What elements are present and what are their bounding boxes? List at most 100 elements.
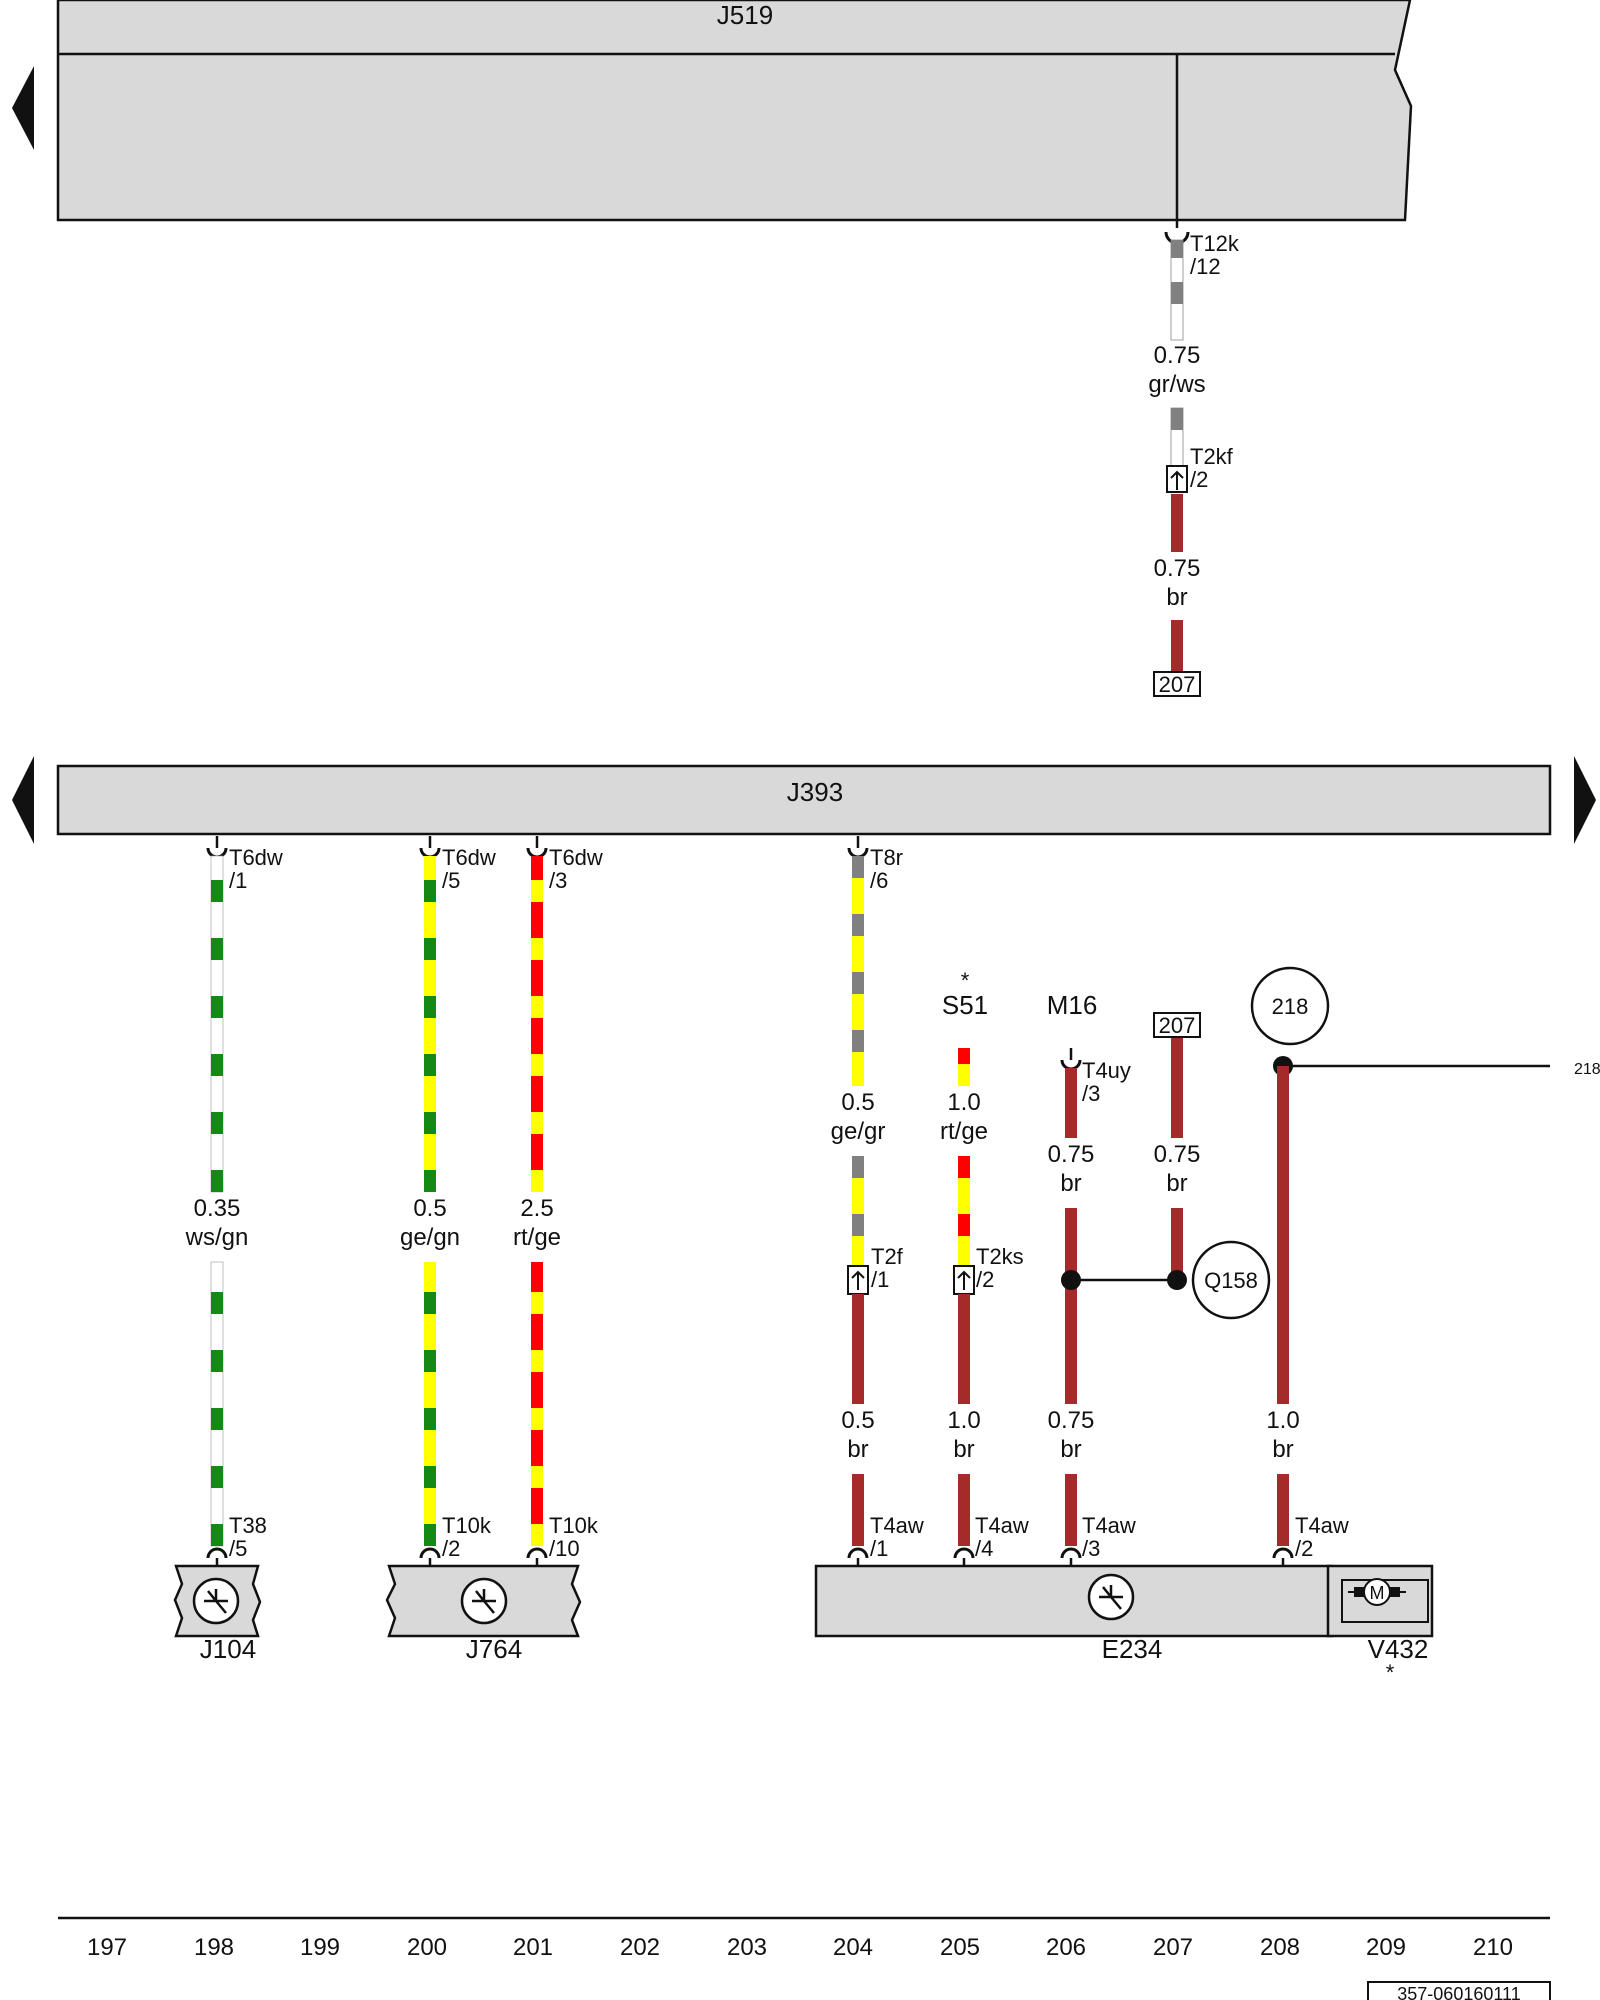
j104-label: J104 bbox=[200, 1634, 256, 1664]
wire-color-206-a: br bbox=[1060, 1170, 1081, 1197]
wire-size-207-bottom: 0.75 bbox=[1154, 1141, 1201, 1168]
t10k10-connector-name: T10k bbox=[549, 1513, 599, 1538]
t4aw1-connector-pin: /1 bbox=[870, 1536, 888, 1561]
column-number: 208 bbox=[1260, 1934, 1300, 1961]
e234-sensor-icon bbox=[1087, 1573, 1135, 1621]
wire-color-201: rt/ge bbox=[513, 1224, 561, 1251]
wire-size-205-a: 1.0 bbox=[947, 1089, 980, 1116]
t10k2-connector-name: T10k bbox=[442, 1513, 492, 1538]
ref-218-side: 218 bbox=[1574, 1061, 1600, 1078]
wire-size-204-b: 0.5 bbox=[841, 1407, 874, 1434]
v432-asterisk: * bbox=[1386, 1660, 1395, 1685]
j393-label: J393 bbox=[787, 777, 843, 807]
q158-label: Q158 bbox=[1204, 1268, 1258, 1293]
t2kf-connector-pin: /2 bbox=[1190, 467, 1208, 492]
t4aw3-connector-name: T4aw bbox=[1082, 1513, 1136, 1538]
t4uy-connector-pin: /3 bbox=[1082, 1081, 1100, 1106]
wire-size-205-b: 1.0 bbox=[947, 1407, 980, 1434]
e234-label: E234 bbox=[1102, 1634, 1163, 1664]
motor-icon: M bbox=[1348, 1578, 1406, 1606]
t38-connector-name: T38 bbox=[229, 1513, 267, 1538]
t4aw2-connector-name: T4aw bbox=[1295, 1513, 1349, 1538]
t6dw3-connector-name: T6dw bbox=[549, 845, 603, 870]
t6dw1-connector-name: T6dw bbox=[229, 845, 283, 870]
wire-color-204-b: br bbox=[847, 1436, 868, 1463]
node-218-label: 218 bbox=[1272, 994, 1309, 1019]
t4aw2-connector-pin: /2 bbox=[1295, 1536, 1313, 1561]
s51-asterisk: * bbox=[961, 968, 970, 993]
ref-207-top: 207 bbox=[1159, 672, 1196, 697]
t6dw5-connector-name: T6dw bbox=[442, 845, 496, 870]
t4aw3-connector-pin: /3 bbox=[1082, 1536, 1100, 1561]
wire-color-204-a: ge/gr bbox=[831, 1118, 886, 1145]
wire-color-207-top-b: br bbox=[1166, 584, 1187, 611]
column-number: 209 bbox=[1366, 1934, 1406, 1961]
wire-color-205-a: rt/ge bbox=[940, 1118, 988, 1145]
wire-group-205: * S51 1.0 rt/ge T2ks /2 1.0 br T4aw /4 bbox=[940, 968, 1029, 1566]
wire-group-198: T6dw /1 0.35 ws/gn T38 /5 bbox=[185, 836, 283, 1566]
wire-group-208: 218 218 1.0 br T4aw /2 bbox=[1250, 966, 1600, 1566]
t2ks-connector-pin: /2 bbox=[976, 1267, 994, 1292]
j764-module: J764 bbox=[385, 1564, 582, 1664]
t8r-connector-name: T8r bbox=[870, 845, 903, 870]
j393-module: J393 bbox=[56, 764, 1552, 836]
wire-size-201: 2.5 bbox=[520, 1195, 553, 1222]
e234-module: E234 bbox=[814, 1564, 1334, 1664]
j519-module: J519 bbox=[56, 0, 1413, 222]
scroll-left-top-icon[interactable] bbox=[12, 66, 34, 150]
wire-size-208: 1.0 bbox=[1266, 1407, 1299, 1434]
wire-size-198: 0.35 bbox=[194, 1195, 241, 1222]
wire-group-201: T6dw /3 2.5 rt/ge T10k /10 bbox=[513, 836, 603, 1566]
s51-label: S51 bbox=[942, 990, 988, 1020]
wire-size-204-a: 0.5 bbox=[841, 1089, 874, 1116]
t6dw5-connector-pin: /5 bbox=[442, 868, 460, 893]
wire-color-205-b: br bbox=[953, 1436, 974, 1463]
doc-id: 357-060160111 bbox=[1397, 1984, 1520, 2000]
wire-size-207-top-a: 0.75 bbox=[1154, 342, 1201, 369]
t8r-connector-pin: /6 bbox=[870, 868, 888, 893]
t12k-connector-pin: /12 bbox=[1190, 254, 1221, 279]
ref-207-bottom: 207 bbox=[1159, 1013, 1196, 1038]
motor-symbol: M bbox=[1370, 1583, 1385, 1603]
t38-connector-pin: /5 bbox=[229, 1536, 247, 1561]
column-number: 202 bbox=[620, 1934, 660, 1961]
scroll-right-bottom-icon[interactable] bbox=[1574, 756, 1596, 844]
wire-color-207-bottom: br bbox=[1166, 1170, 1187, 1197]
t4aw4-connector-pin: /4 bbox=[975, 1536, 993, 1561]
column-number: 200 bbox=[407, 1934, 447, 1961]
column-number: 206 bbox=[1046, 1934, 1086, 1961]
v432-label: V432 bbox=[1368, 1634, 1429, 1664]
t4uy-connector-name: T4uy bbox=[1082, 1058, 1131, 1083]
wire-color-208: br bbox=[1272, 1436, 1293, 1463]
t2f-connector-name: T2f bbox=[871, 1244, 904, 1269]
t2f-connector-pin: /1 bbox=[871, 1267, 889, 1292]
t10k2-connector-pin: /2 bbox=[442, 1536, 460, 1561]
wire-color-200: ge/gn bbox=[400, 1224, 460, 1251]
column-number: 207 bbox=[1153, 1934, 1193, 1961]
wire-color-198: ws/gn bbox=[185, 1224, 249, 1251]
doc-id-box: 357-060160111 bbox=[1367, 1981, 1551, 2000]
m16-label: M16 bbox=[1047, 990, 1098, 1020]
t10k10-connector-pin: /10 bbox=[549, 1536, 580, 1561]
wire-group-206: M16 T4uy /3 0.75 br 0.75 br T4aw /3 bbox=[1047, 990, 1136, 1566]
t4aw4-connector-name: T4aw bbox=[975, 1513, 1029, 1538]
wire-group-207-bottom: 207 0.75 br Q158 bbox=[1061, 1012, 1271, 1320]
j104-module: J104 bbox=[173, 1564, 262, 1664]
j104-sensor-icon bbox=[192, 1577, 240, 1625]
scroll-left-bottom-icon[interactable] bbox=[12, 756, 34, 844]
wire-size-200: 0.5 bbox=[413, 1195, 446, 1222]
t2ks-connector-name: T2ks bbox=[976, 1244, 1024, 1269]
column-number: 199 bbox=[300, 1934, 340, 1961]
wire-color-207-top-a: gr/ws bbox=[1148, 371, 1205, 398]
t6dw1-connector-pin: /1 bbox=[229, 868, 247, 893]
t12k-connector-name: T12k bbox=[1190, 231, 1240, 256]
j764-label: J764 bbox=[466, 1634, 522, 1664]
wire-size-206-a: 0.75 bbox=[1048, 1141, 1095, 1168]
column-number: 203 bbox=[727, 1934, 767, 1961]
column-number: 198 bbox=[194, 1934, 234, 1961]
wire-group-200: T6dw /5 0.5 ge/gn T10k /2 bbox=[400, 836, 496, 1566]
wire-group-207-top: T12k /12 0.75 gr/ws T2kf /2 0.75 br 207 bbox=[1148, 54, 1240, 697]
wire-group-204: T8r /6 0.5 ge/gr T2f /1 0.5 br T4aw /1 bbox=[831, 836, 924, 1566]
